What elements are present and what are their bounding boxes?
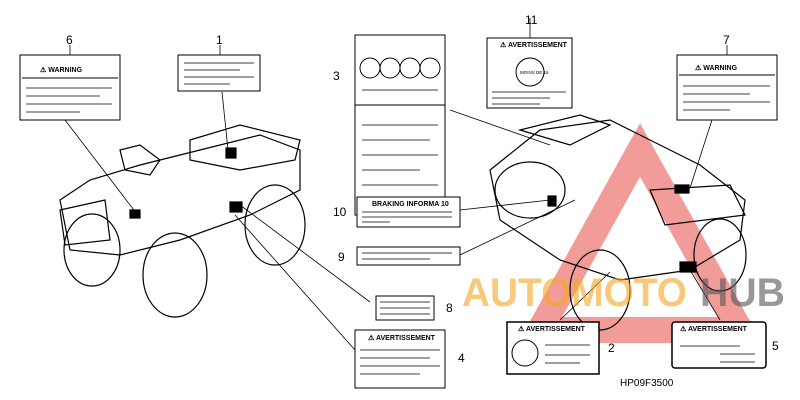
label-10-braking-decal[interactable]: BRAKING INFORMA 10 xyxy=(356,196,461,228)
diagram-code: HP09F3500 xyxy=(620,378,674,389)
label-8-decal[interactable] xyxy=(375,295,435,321)
label-11-decal[interactable]: ⚠ AVERTISSEMENT MOINS DE 16 xyxy=(486,37,573,109)
label-11-title: ⚠ AVERTISSEMENT xyxy=(500,41,568,49)
leader-lines xyxy=(64,18,728,351)
label-6-warning-decal[interactable]: ⚠ WARNING xyxy=(19,54,121,121)
label-3-decal[interactable] xyxy=(354,34,446,216)
callout-1: 1 xyxy=(216,33,223,47)
callout-8: 8 xyxy=(446,301,453,315)
callout-2: 2 xyxy=(608,341,615,355)
label-9-decal[interactable] xyxy=(356,246,461,266)
callout-5: 5 xyxy=(772,339,779,353)
atv-right-illustration xyxy=(489,114,747,331)
label-4-decal[interactable]: ⚠ AVERTISSEMENT xyxy=(354,329,446,389)
label-7-title: ⚠ WARNING xyxy=(695,64,738,72)
watermark-logo xyxy=(517,123,763,343)
callout-4: 4 xyxy=(458,351,465,365)
callout-7: 7 xyxy=(723,33,730,47)
watermark-text-automoto: AUTOMOTO xyxy=(462,271,687,315)
atv-left-illustration xyxy=(59,124,306,318)
label-7-warning-decal[interactable]: ⚠ WARNING xyxy=(676,54,778,121)
callout-6: 6 xyxy=(66,33,73,47)
label-5-title: ⚠ AVERTISSEMENT xyxy=(680,325,748,333)
label-2-title: ⚠ AVERTISSEMENT xyxy=(518,325,586,333)
label-4-title: ⚠ AVERTISSEMENT xyxy=(368,334,436,342)
callout-9: 9 xyxy=(338,250,345,264)
label-11-age-badge: MOINS DE 16 xyxy=(520,70,549,75)
label-1-decal[interactable] xyxy=(177,54,261,92)
label-10-title: BRAKING INFORMA 10 xyxy=(372,201,449,208)
label-2-decal[interactable]: ⚠ AVERTISSEMENT xyxy=(506,321,600,375)
label-6-title: ⚠ WARNING xyxy=(40,66,83,74)
callout-10: 10 xyxy=(333,205,347,219)
watermark-text-hub: HUB xyxy=(700,271,785,315)
label-5-decal[interactable]: ⚠ AVERTISSEMENT xyxy=(671,321,767,369)
callout-3: 3 xyxy=(333,69,340,83)
callout-11: 11 xyxy=(525,13,538,27)
